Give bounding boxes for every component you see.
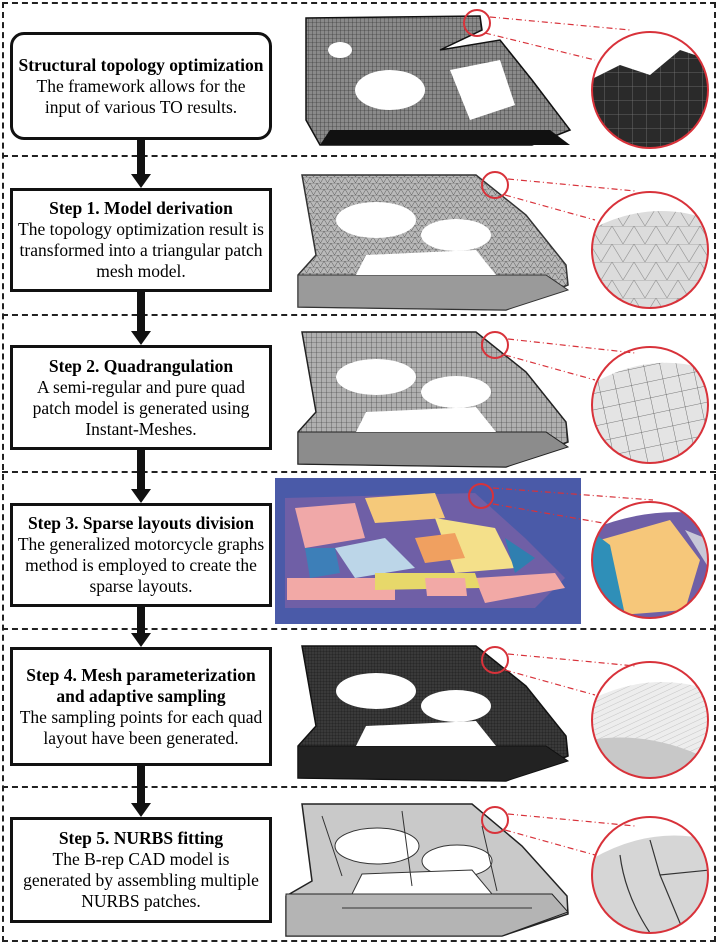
zoom-connector	[481, 646, 636, 696]
arrowhead-icon	[131, 633, 151, 647]
nurbs-model-image	[285, 803, 569, 937]
zoom-nurbs-detail	[591, 816, 709, 934]
triangle-mesh-image	[297, 174, 570, 311]
zoom-connector	[481, 171, 636, 221]
zoom-triangle-detail	[591, 191, 709, 309]
separator-3	[2, 471, 716, 473]
step-title: Step 5. NURBS fitting	[58, 828, 224, 848]
step-box-2: Step 2. Quadrangulation A semi-regular a…	[10, 345, 272, 450]
zoom-connector	[481, 331, 636, 381]
sparse-layouts-image	[275, 478, 581, 624]
zoom-layout-detail	[591, 501, 709, 619]
step-box-1: Step 1. Model derivation The topology op…	[10, 188, 272, 292]
step-description: The sampling points for each quad layout…	[19, 706, 263, 748]
step-description: A semi-regular and pure quad patch model…	[32, 376, 250, 439]
step-description: The topology optimization result is tran…	[18, 219, 264, 281]
separator-2	[2, 314, 716, 316]
flow-arrow-5	[137, 766, 145, 804]
step-title: Step 4. Mesh parameterization and adapti…	[26, 664, 256, 706]
topology-result-image	[305, 15, 572, 146]
step-box-topology: Structural topology optimization The fra…	[10, 32, 272, 140]
arrowhead-icon	[131, 489, 151, 503]
step-box-3: Step 3. Sparse layouts division The gene…	[10, 503, 272, 607]
step-description: The generalized motorcycle graphs method…	[17, 534, 265, 596]
zoom-quad-detail	[591, 346, 709, 464]
step-description: The framework allows for the input of va…	[36, 75, 246, 117]
zoom-connector	[463, 9, 631, 61]
separator-4	[2, 628, 716, 630]
step-title: Step 3. Sparse layouts division	[27, 513, 255, 533]
step-box-5: Step 5. NURBS fitting The B-rep CAD mode…	[10, 817, 272, 923]
quad-mesh-image	[297, 331, 570, 468]
zoom-voxel-detail	[591, 31, 709, 149]
zoom-connector	[481, 806, 636, 856]
sampling-points-image	[297, 645, 570, 782]
step-title: Structural topology optimization	[18, 54, 264, 75]
zoom-connector	[493, 487, 654, 524]
flow-arrow-3	[137, 450, 145, 490]
step-title: Step 1. Model derivation	[49, 198, 233, 218]
separator-1	[2, 155, 716, 157]
flow-arrow-4	[137, 607, 145, 634]
flow-arrow-1	[137, 140, 145, 176]
step-description: The B-rep CAD model is generated by asse…	[23, 849, 259, 911]
zoom-sampling-detail	[591, 661, 709, 779]
arrowhead-icon	[131, 174, 151, 188]
arrowhead-icon	[131, 803, 151, 817]
step-title: Step 2. Quadrangulation	[48, 355, 234, 376]
separator-5	[2, 786, 716, 788]
arrowhead-icon	[131, 331, 151, 345]
flow-arrow-2	[137, 292, 145, 332]
step-box-4: Step 4. Mesh parameterization and adapti…	[10, 647, 272, 766]
